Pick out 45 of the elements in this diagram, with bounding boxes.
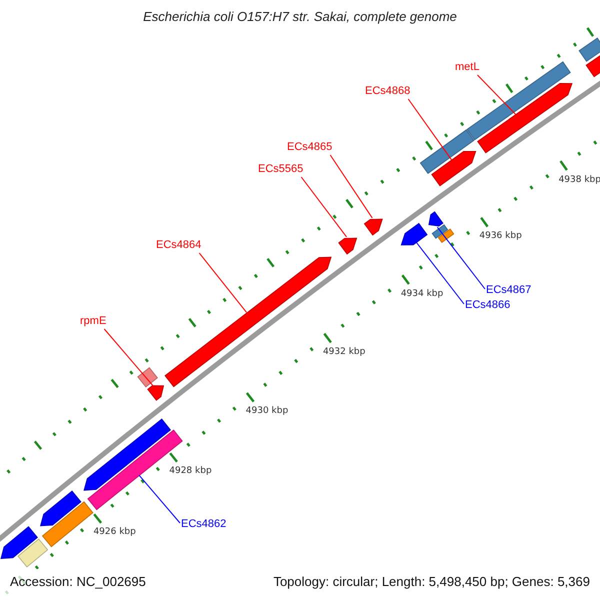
leader-line — [104, 328, 154, 386]
gene-segment — [586, 54, 600, 78]
accession-text: Accession: NC_002695 — [10, 574, 146, 590]
gene-segment — [438, 228, 454, 244]
gene-label: ECs5565 — [258, 163, 304, 176]
gene-segment — [147, 385, 164, 401]
gene-label: rpmE — [80, 315, 106, 328]
leader-line — [436, 226, 486, 290]
gene-segment — [432, 224, 448, 239]
gene-segment — [578, 38, 600, 62]
scale-label: 4930 kbp — [246, 406, 288, 418]
leader-line — [476, 74, 516, 115]
leader-line — [138, 474, 180, 524]
leader-line — [300, 176, 348, 238]
gene-segment — [364, 218, 383, 236]
gene-segment — [428, 211, 444, 226]
diagram-title: Escherichia coli O157:H7 str. Sakai, complete genome — [142, 9, 458, 25]
gene-segment — [84, 418, 172, 491]
leader-line — [198, 252, 248, 313]
gene-segment — [431, 151, 476, 186]
gene-label: ECs4868 — [365, 85, 410, 98]
gene-segment — [0, 526, 38, 560]
gene-segment — [338, 238, 358, 255]
leader-line — [416, 242, 464, 304]
gene-label: ECs4865 — [287, 141, 332, 154]
gene-segment — [40, 490, 82, 526]
gene-segment — [137, 367, 158, 388]
gene-label: metL — [455, 61, 480, 74]
gene-label: ECs4867 — [486, 284, 532, 297]
gene-label: ECs4862 — [181, 518, 226, 531]
gene-label: ECs4866 — [465, 299, 510, 312]
genome-info-text: Topology: circular; Length: 5,498,450 bp; Genes: 5,369 — [273, 574, 590, 590]
gene-segment — [420, 129, 474, 174]
scale-label: 4928 kbp — [169, 466, 212, 478]
scale-label: 4934 kbp — [400, 288, 444, 300]
gene-segment — [477, 83, 573, 154]
scale-label: 4936 kbp — [479, 231, 522, 242]
scale-label: 4926 kbp — [93, 527, 136, 538]
leader-line — [330, 154, 373, 218]
gene-segment — [17, 538, 48, 568]
gene-segment — [42, 501, 94, 548]
gene-label: ECs4864 — [156, 239, 202, 252]
gene-segment — [400, 222, 428, 246]
scale-label: 4932 kbp — [322, 346, 366, 358]
leader-line — [408, 98, 452, 161]
